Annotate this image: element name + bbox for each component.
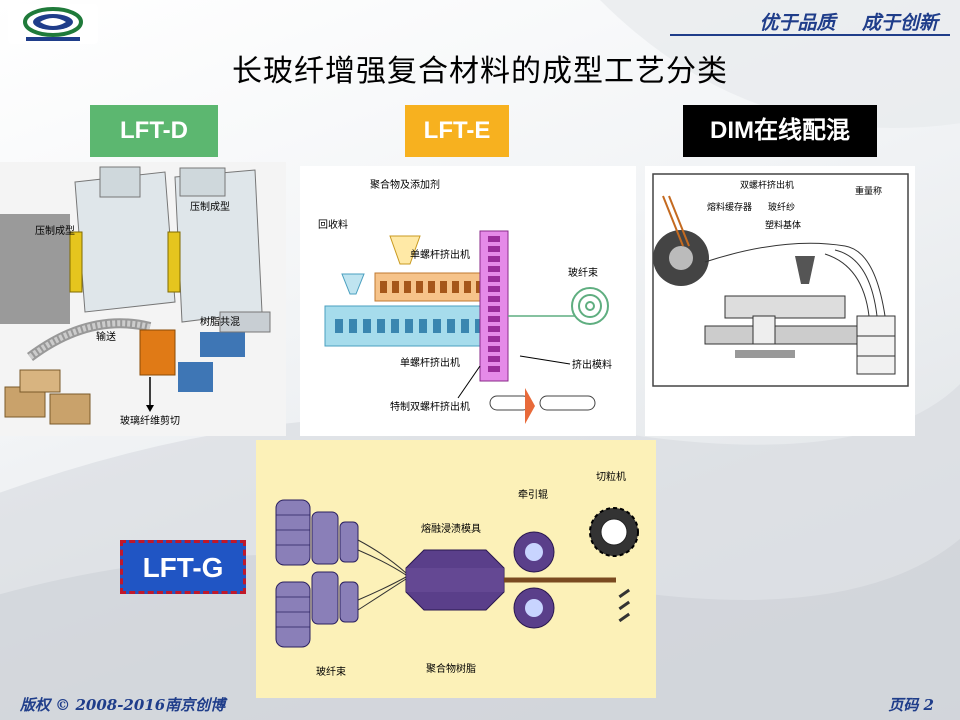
dim-diagram: 双螺杆挤出机 熔料缓存器 玻纤纱 塑料基体 重量称 xyxy=(645,166,915,436)
label-press-right: 压制成型 xyxy=(190,200,230,213)
label-conveyor: 输送 xyxy=(96,330,116,343)
label-glass-fiber: 玻纤纱 xyxy=(768,201,795,213)
label-recycled: 回收料 xyxy=(318,218,348,231)
slogan-underline xyxy=(670,34,950,36)
label-extrudate: 挤出模料 xyxy=(572,358,612,371)
label-pelletizer: 切粒机 xyxy=(596,470,626,483)
label-melt-die: 熔融浸渍模具 xyxy=(421,522,481,535)
company-logo xyxy=(8,4,98,44)
label-melt-buffer: 熔料缓存器 xyxy=(707,201,752,213)
label-lft-e: LFT-E xyxy=(405,105,509,157)
copyright: 版权 © 2008-2016南京创博 xyxy=(20,696,226,714)
label-plastic-base: 塑料基体 xyxy=(765,219,801,231)
label-fiber-cutting: 玻璃纤维剪切 xyxy=(120,414,180,427)
label-polymer-resin: 聚合物树脂 xyxy=(426,662,476,675)
label-puller: 牵引辊 xyxy=(518,488,548,501)
label-weigher: 重量称 xyxy=(855,185,882,197)
label-resin-mixing: 树脂共混 xyxy=(200,315,240,328)
label-additives: 聚合物及添加剂 xyxy=(370,178,440,191)
lft-e-diagram: 聚合物及添加剂 回收料 单螺杆挤出机 玻纤束 单螺杆挤出机 挤出模料 特制双螺杆… xyxy=(300,166,636,436)
label-fiber-bundle: 玻纤束 xyxy=(568,266,598,279)
slogan: 优于品质 成于创新 xyxy=(759,12,938,34)
lft-d-diagram: 压制成型 压制成型 输送 树脂共混 玻璃纤维剪切 xyxy=(0,162,286,436)
label-lft-d: LFT-D xyxy=(90,105,218,157)
lft-g-diagram: 熔融浸渍模具 牵引辊 切粒机 玻纤束 聚合物树脂 xyxy=(256,440,656,698)
label-single-screw-top: 单螺杆挤出机 xyxy=(410,248,470,261)
label-twin-screw: 特制双螺杆挤出机 xyxy=(390,400,470,413)
label-single-screw-bottom: 单螺杆挤出机 xyxy=(400,356,460,369)
label-dim: DIM在线配混 xyxy=(683,105,877,157)
page-number: 页码 2 xyxy=(888,696,934,714)
page-title: 长玻纤增强复合材料的成型工艺分类 xyxy=(232,54,728,89)
label-fiber-bundle-g: 玻纤束 xyxy=(316,665,346,678)
label-press-left: 压制成型 xyxy=(35,224,75,237)
label-lft-g: LFT-G xyxy=(120,540,246,594)
label-twin-screw-dim: 双螺杆挤出机 xyxy=(740,179,794,191)
